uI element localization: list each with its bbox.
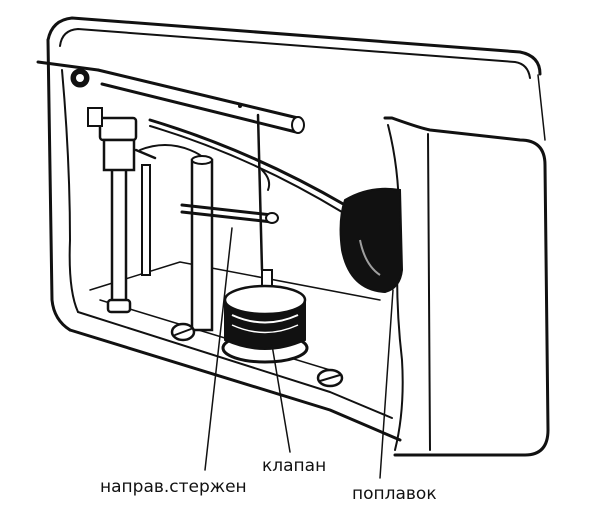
tank-body [46,16,550,457]
guide-rod-label: направ.стержен [100,477,247,497]
fill-valve [87,107,211,314]
handle-rod [36,60,305,134]
float-ball [339,187,404,294]
guide-rod [180,113,279,287]
valve-label: клапан [262,456,327,476]
leader-lines [204,227,394,479]
float-label: поплавок [352,484,437,504]
tank-bolts [170,322,344,388]
overflow-tube [190,155,214,332]
float-arm [148,118,347,213]
flush-valve [221,284,309,364]
